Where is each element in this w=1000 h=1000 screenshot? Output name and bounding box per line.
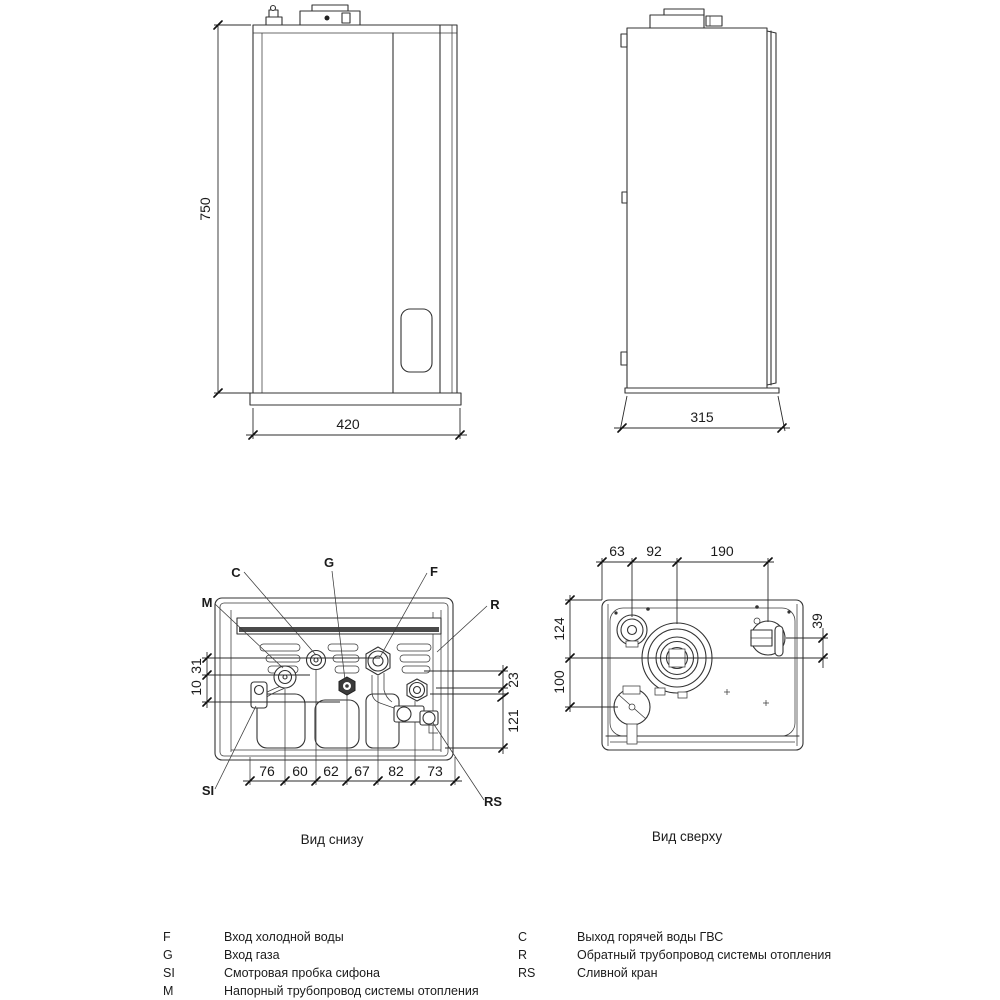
dim-top-left: 124 100	[551, 595, 828, 712]
front-display-window	[400, 308, 433, 373]
dim-text-315: 315	[690, 409, 714, 425]
side-cabinet	[620, 27, 780, 394]
top-view: 63 92 190 124 100 39 Вид сверху	[551, 543, 828, 844]
dim-front-height: 750	[197, 20, 251, 398]
legend-key: SI	[163, 966, 175, 980]
legend-desc: Напорный трубопровод системы отопления	[224, 984, 479, 998]
legend-key: C	[518, 930, 527, 944]
legend-key: F	[163, 930, 171, 944]
legend-key: G	[163, 948, 173, 962]
front-view: 750 420	[197, 4, 467, 440]
connection-label-r: R	[490, 597, 500, 612]
caption-top-view: Вид сверху	[652, 829, 723, 844]
legend-desc: Смотровая пробка сифона	[224, 966, 380, 980]
legend: F Вход холодной воды G Вход газа SI Смот…	[163, 930, 831, 998]
legend-item: R Обратный трубопровод системы отопления	[518, 948, 831, 962]
dim-text-63: 63	[609, 543, 625, 559]
dim-text-420: 420	[336, 416, 360, 432]
connection-label-si: SI	[202, 783, 214, 798]
dim-bottom-left: 31 10	[188, 652, 380, 708]
bottom-view: C G F M R SI RS 76 60 62 67 82 73	[188, 555, 521, 847]
connection-rs	[422, 711, 436, 725]
top-air-intake	[616, 614, 648, 648]
bottom-fittings	[250, 646, 439, 734]
side-top-fittings	[649, 8, 723, 29]
connection-label-rs: RS	[484, 794, 502, 809]
legend-item: G Вход газа	[163, 948, 280, 962]
dim-side-depth: 315	[614, 395, 790, 433]
dim-text-121: 121	[505, 709, 521, 733]
wall-bracket-mid	[621, 191, 628, 204]
legend-desc: Выход горячей воды ГВС	[577, 930, 723, 944]
legend-desc: Обратный трубопровод системы отопления	[577, 948, 831, 962]
connection-label-f: F	[430, 564, 438, 579]
dim-top-right: 39	[786, 613, 828, 668]
dim-text-10: 10	[188, 680, 204, 696]
connection-label-m: M	[202, 595, 213, 610]
dim-text-92: 92	[646, 543, 662, 559]
dim-top-widths: 63 92 190	[596, 543, 774, 624]
legend-item: SI Смотровая пробка сифона	[163, 966, 380, 980]
legend-desc: Сливной кран	[577, 966, 658, 980]
legend-item: M Напорный трубопровод системы отопления	[163, 984, 479, 998]
legend-item: C Выход горячей воды ГВС	[518, 930, 723, 944]
legend-key: RS	[518, 966, 535, 980]
dim-text-39: 39	[809, 613, 825, 629]
wall-bracket-bottom	[620, 351, 628, 366]
top-small-marks	[724, 689, 769, 706]
dim-front-width: 420	[246, 408, 467, 440]
dim-text-31: 31	[188, 658, 204, 674]
dim-bottom-widths: 76 60 62 67 82 73	[243, 763, 462, 786]
dim-bottom-right: 23 121	[424, 665, 521, 754]
top-left-port	[613, 685, 651, 745]
front-cabinet	[249, 24, 462, 406]
dim-text-124: 124	[551, 617, 567, 641]
dim-text-73: 73	[427, 763, 443, 779]
front-top-fittings	[265, 4, 361, 26]
legend-item: F Вход холодной воды	[163, 930, 344, 944]
dim-text-67: 67	[354, 763, 370, 779]
connection-label-g: G	[324, 555, 334, 570]
dim-text-82: 82	[388, 763, 404, 779]
dim-text-190: 190	[710, 543, 734, 559]
dim-text-750: 750	[197, 197, 213, 221]
bottom-leaders: C G F M R SI RS	[202, 555, 503, 809]
legend-desc: Вход газа	[224, 948, 280, 962]
legend-key: M	[163, 984, 173, 998]
legend-item: RS Сливной кран	[518, 966, 658, 980]
bottom-compartments	[256, 693, 400, 749]
wall-bracket-top	[620, 33, 628, 48]
side-view: 315	[614, 8, 790, 433]
front-base	[249, 392, 462, 406]
dim-text-60: 60	[292, 763, 308, 779]
dim-text-76: 76	[259, 763, 275, 779]
dim-text-62: 62	[323, 763, 339, 779]
connection-label-c: C	[231, 565, 241, 580]
legend-desc: Вход холодной воды	[224, 930, 344, 944]
dim-text-23: 23	[505, 672, 521, 688]
caption-bottom-view: Вид снизу	[301, 832, 364, 847]
dim-text-100: 100	[551, 670, 567, 694]
legend-key: R	[518, 948, 527, 962]
